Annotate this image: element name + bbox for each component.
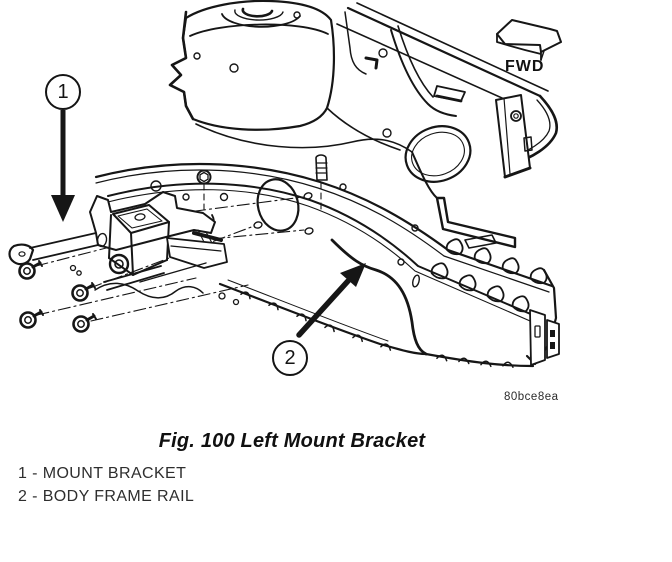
cowl-panel	[336, 2, 559, 179]
callout-1-arrow	[51, 110, 75, 222]
callout-1-badge: 1	[45, 74, 81, 110]
callout-2-arrow	[296, 263, 366, 338]
fender-apron	[195, 107, 517, 288]
callout-1-number: 1	[57, 80, 69, 103]
figure-caption: Fig. 100 Left Mount Bracket	[158, 430, 426, 452]
strut-tower	[168, 0, 388, 131]
figure-legend: 1 - MOUNT BRACKET 2 - BODY FRAME RAIL	[18, 462, 194, 508]
legend-item-2: 2 - BODY FRAME RAIL	[18, 488, 195, 505]
legend-item-1: 1 - MOUNT BRACKET	[18, 465, 187, 482]
body-frame-rail	[94, 154, 554, 368]
fwd-direction-label: FWD	[505, 58, 545, 75]
image-code: 80bce8ea	[504, 391, 559, 403]
flange-bolts	[18, 259, 98, 333]
callout-2-badge: 2	[272, 340, 308, 376]
callout-2-number: 2	[284, 346, 296, 369]
mount-bracket	[8, 191, 228, 299]
fwd-arrow-icon	[496, 19, 562, 61]
push-pin-clips	[429, 236, 550, 315]
grommet	[108, 253, 130, 275]
rail-end-cap	[525, 268, 560, 366]
